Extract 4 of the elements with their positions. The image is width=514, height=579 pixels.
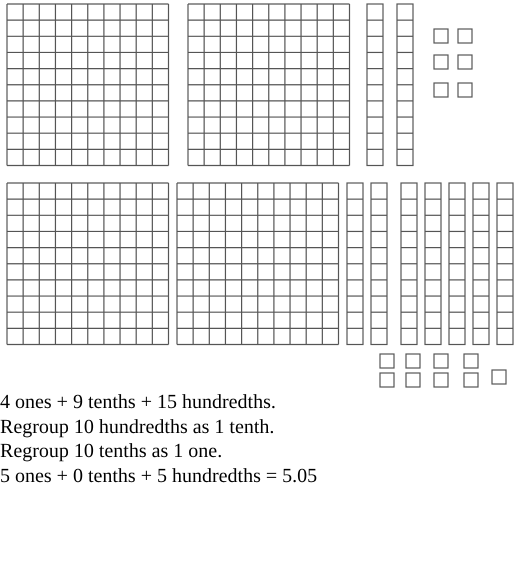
- explanation-text: 4 ones + 9 tenths + 15 hundredths.: [0, 390, 277, 414]
- explanation-text: Regroup 10 hundredths as 1 tenth.: [0, 414, 276, 439]
- explanation-text: 5 ones + 0 tenths + 5 hundredths = 5.05: [0, 464, 318, 488]
- explanation-text: Regroup 10 tenths as 1 one.: [0, 439, 224, 464]
